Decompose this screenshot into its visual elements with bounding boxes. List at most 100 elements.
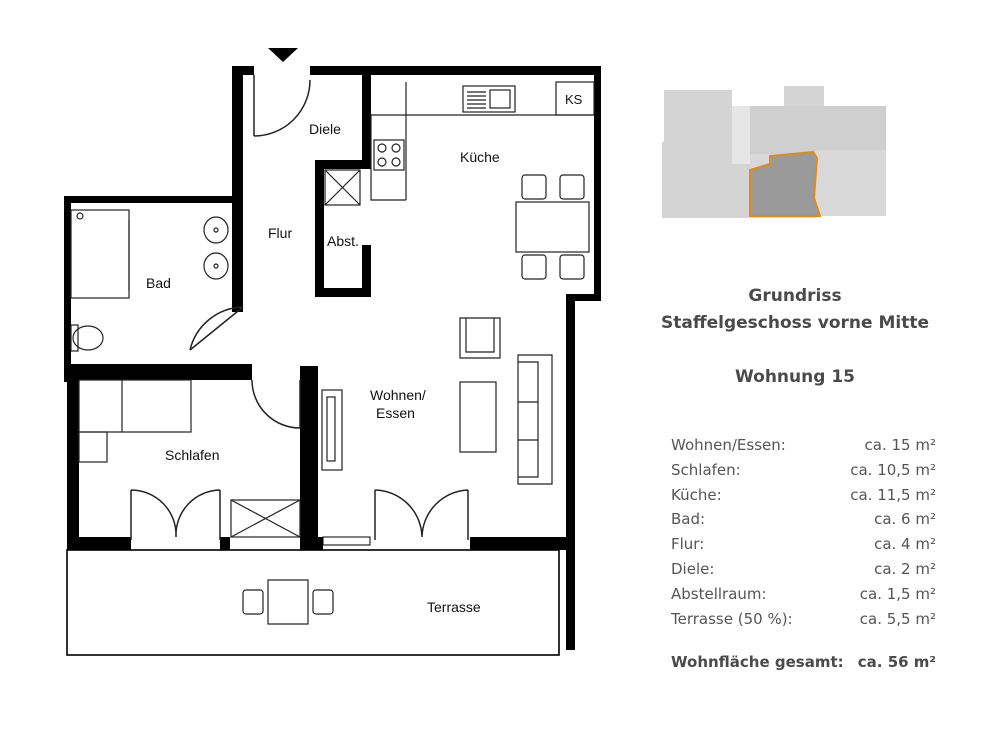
bed bbox=[78, 379, 192, 433]
total-value: ca. 56 m² bbox=[857, 653, 936, 671]
total-area: Wohnfläche gesamt: ca. 56 m² bbox=[671, 653, 936, 671]
area-row: Wohnen/Essen: ca. 15 m² bbox=[671, 433, 936, 458]
terrace-table bbox=[267, 579, 309, 625]
kitchen-counter bbox=[370, 81, 595, 201]
area-room: Wohnen/Essen: bbox=[671, 436, 786, 454]
wohnen-terrace-door bbox=[374, 489, 469, 540]
wall-east-step bbox=[566, 294, 601, 301]
wall-schlafen-east bbox=[300, 366, 318, 550]
area-size: ca. 10,5 m² bbox=[850, 460, 936, 479]
room-label-abst: Abst. bbox=[327, 233, 359, 249]
dining-set bbox=[515, 174, 590, 280]
room-label-bad: Bad bbox=[146, 275, 171, 291]
terrace-opening bbox=[322, 536, 371, 546]
area-row: Terrasse (50 %): ca. 5,5 m² bbox=[671, 607, 936, 632]
tv-board bbox=[321, 389, 343, 471]
room-label-flur: Flur bbox=[268, 225, 292, 241]
area-row: Schlafen: ca. 10,5 m² bbox=[671, 458, 936, 483]
area-row: Flur: ca. 4 m² bbox=[671, 532, 936, 557]
wall-diele-bottom bbox=[315, 160, 371, 169]
area-table: Wohnen/Essen: ca. 15 m² Schlafen: ca. 10,5… bbox=[671, 433, 936, 631]
room-label-diele: Diele bbox=[309, 121, 341, 137]
wall-schlafen-west bbox=[67, 364, 79, 550]
label-ks: KS bbox=[565, 92, 583, 107]
bedroom-furniture bbox=[78, 379, 301, 538]
chair bbox=[559, 174, 585, 200]
wall-abst-west bbox=[315, 160, 324, 296]
wall-south-2 bbox=[220, 537, 230, 550]
shaft-abst bbox=[324, 169, 361, 206]
total-label: Wohnfläche gesamt: bbox=[671, 653, 844, 671]
outer-walls bbox=[64, 66, 601, 650]
area-size: ca. 1,5 m² bbox=[859, 584, 936, 603]
living-furniture bbox=[321, 317, 553, 485]
area-size: ca. 5,5 m² bbox=[859, 609, 936, 628]
wall-flur-west bbox=[232, 66, 243, 312]
stove-icon bbox=[373, 139, 405, 171]
interior-walls bbox=[300, 75, 371, 550]
area-size: ca. 11,5 m² bbox=[850, 485, 936, 504]
bad-door bbox=[189, 306, 244, 351]
wall-top bbox=[310, 66, 601, 75]
area-room: Schlafen: bbox=[671, 460, 741, 479]
terrace-furniture bbox=[242, 579, 334, 625]
fridge-ks bbox=[555, 81, 595, 116]
title-geschoss: Staffelgeschoss vorne Mitte bbox=[660, 313, 930, 333]
schlafen-door bbox=[251, 379, 301, 429]
nightstand bbox=[78, 431, 108, 463]
room-label-kueche: Küche bbox=[460, 149, 500, 165]
entrance-arrow-icon bbox=[268, 48, 298, 62]
wall-east-lower bbox=[566, 294, 575, 650]
area-room: Bad: bbox=[671, 510, 706, 529]
area-size: ca. 2 m² bbox=[874, 559, 936, 578]
terrace-railing bbox=[66, 549, 560, 656]
wall-diele-kueche bbox=[362, 75, 371, 169]
area-row: Küche: ca. 11,5 m² bbox=[671, 483, 936, 508]
area-row: Diele: ca. 2 m² bbox=[671, 557, 936, 582]
area-size: ca. 6 m² bbox=[874, 510, 936, 529]
armchair bbox=[459, 317, 501, 359]
wall-south-4 bbox=[470, 537, 570, 550]
key-plan bbox=[662, 86, 886, 218]
chair bbox=[521, 174, 547, 200]
area-room: Terrasse (50 %): bbox=[671, 609, 793, 628]
area-row: Abstellraum: ca. 1,5 m² bbox=[671, 582, 936, 607]
terrace-chair bbox=[242, 589, 264, 615]
wall-south-1 bbox=[67, 537, 131, 550]
wall-abst-bottom bbox=[315, 288, 371, 297]
wall-east-upper bbox=[594, 66, 601, 301]
wall-bad-top bbox=[64, 196, 243, 203]
wall-abst-east bbox=[362, 245, 371, 297]
washbasin-icon bbox=[203, 216, 229, 280]
tv-board-inner bbox=[326, 396, 336, 462]
room-label-wohnen: Wohnen/ bbox=[370, 387, 426, 403]
schlafen-terrace-door bbox=[130, 489, 221, 540]
bathroom-fixtures bbox=[70, 209, 229, 352]
chair bbox=[521, 254, 547, 280]
wall-bad-west bbox=[64, 196, 71, 382]
area-room: Diele: bbox=[671, 559, 715, 578]
wall-bad-bottom bbox=[64, 364, 252, 380]
coffee-table bbox=[459, 381, 497, 453]
area-room: Abstellraum: bbox=[671, 584, 767, 603]
room-label-terrasse: Terrasse bbox=[427, 599, 481, 615]
shower bbox=[70, 209, 130, 299]
dining-table bbox=[515, 201, 590, 253]
sink-icon bbox=[462, 85, 516, 113]
area-room: Küche: bbox=[671, 485, 722, 504]
toilet-icon bbox=[70, 324, 104, 352]
sofa bbox=[517, 354, 553, 485]
area-size: ca. 15 m² bbox=[864, 436, 936, 454]
terrace-chair bbox=[312, 589, 334, 615]
room-label-essen: Essen bbox=[376, 405, 415, 421]
area-row: Bad: ca. 6 m² bbox=[671, 507, 936, 532]
room-label-schlafen: Schlafen bbox=[165, 447, 219, 463]
doors bbox=[130, 75, 469, 540]
area-size: ca. 4 m² bbox=[874, 535, 936, 554]
title-wohnung: Wohnung 15 bbox=[735, 367, 855, 387]
chair bbox=[559, 254, 585, 280]
entrance-door bbox=[253, 75, 311, 137]
area-room: Flur: bbox=[671, 535, 705, 554]
title-grundriss: Grundriss bbox=[748, 286, 842, 306]
floor-plan: Diele Küche Flur Abst. Bad Wohnen/ Essen… bbox=[64, 48, 601, 656]
